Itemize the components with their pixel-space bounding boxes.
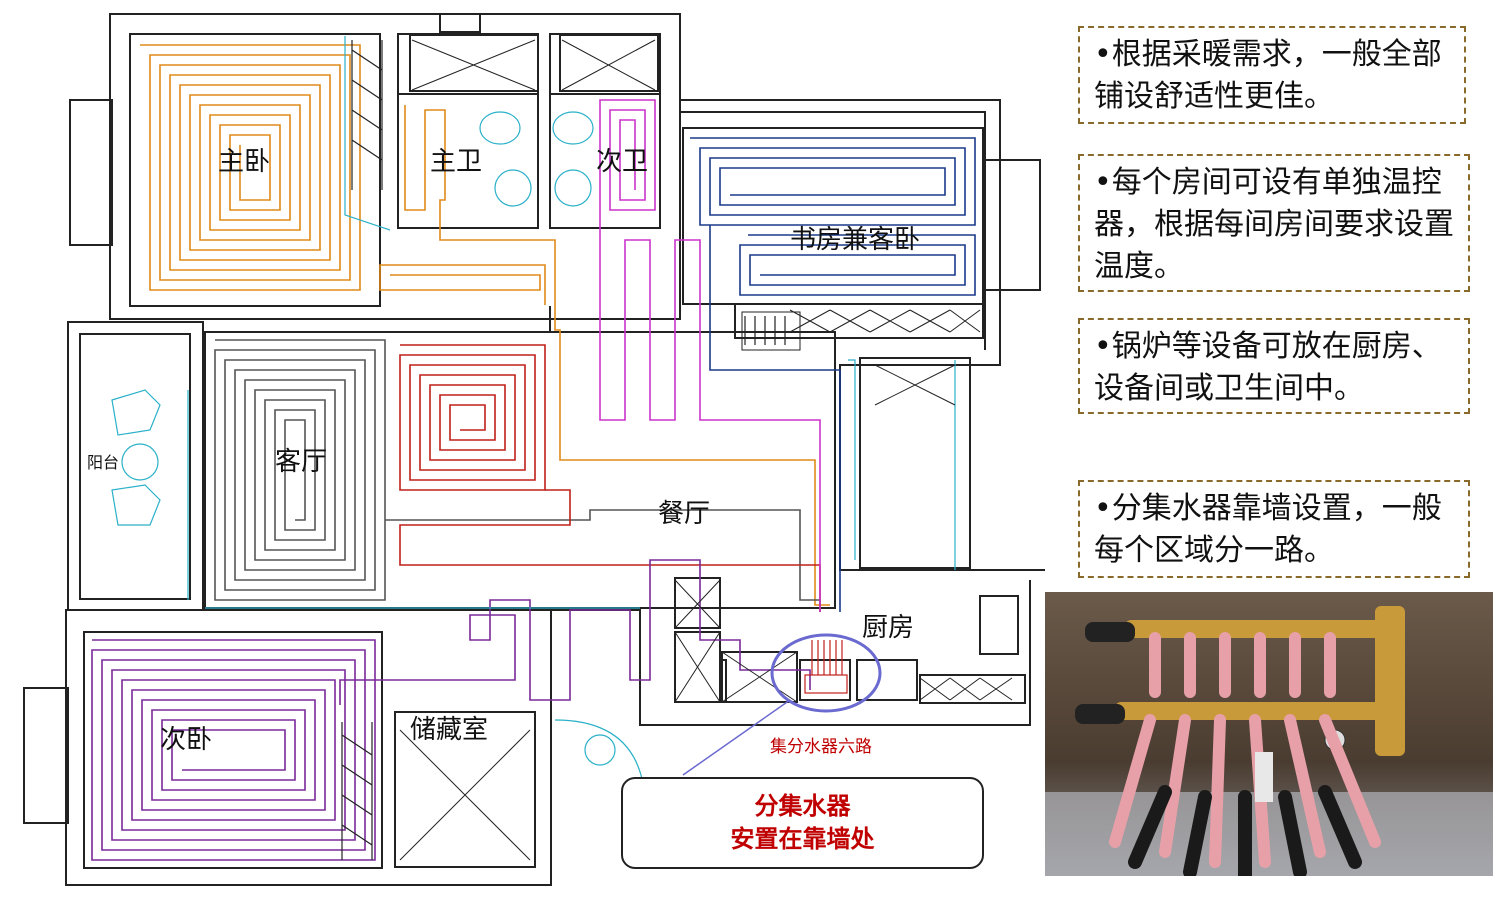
manifold-photo	[1045, 592, 1493, 876]
pointer-arrow	[682, 699, 791, 776]
loop-study	[690, 137, 976, 612]
label-second-bath: 次卫	[596, 147, 648, 177]
manifold-callout: 分集水器 安置在靠墙处	[621, 777, 984, 869]
label-living-room: 客厅	[275, 447, 327, 477]
label-kitchen: 厨房	[862, 613, 914, 643]
label-master-bath: 主卫	[430, 147, 482, 177]
label-manifold: 集分水器六路	[770, 737, 872, 757]
label-balcony: 阳台	[87, 453, 119, 472]
loop-second-bath	[599, 99, 821, 612]
label-study-guest: 书房兼客卧	[790, 225, 920, 255]
manifold-highlight	[770, 633, 882, 713]
note-thermostat: •每个房间可设有单独温控器，根据每间房间要求设置温度。	[1078, 154, 1470, 292]
manifold-symbol	[804, 640, 848, 694]
callout-line-1: 分集水器	[754, 792, 851, 820]
loop-dining	[399, 344, 821, 612]
cabinet-markers	[399, 39, 1013, 861]
note-manifold-placement: •分集水器靠墙设置，一般每个区域分一路。	[1078, 480, 1470, 578]
label-storage-room: 储藏室	[410, 715, 488, 745]
label-master-bedroom: 主卧	[218, 147, 270, 177]
loop-master-bedroom	[140, 44, 830, 606]
note-full-coverage: •根据采暖需求，一般全部铺设舒适性更佳。	[1078, 26, 1466, 124]
towel-radiators	[341, 40, 786, 860]
label-second-bedroom: 次卧	[160, 725, 212, 755]
fixtures	[111, 36, 956, 801]
note-boiler-location: •锅炉等设备可放在厨房、设备间或卫生间中。	[1078, 318, 1470, 414]
label-dining-room: 餐厅	[658, 499, 710, 529]
callout-line-2: 安置在靠墙处	[730, 825, 875, 853]
loop-second-bedroom	[91, 559, 811, 861]
